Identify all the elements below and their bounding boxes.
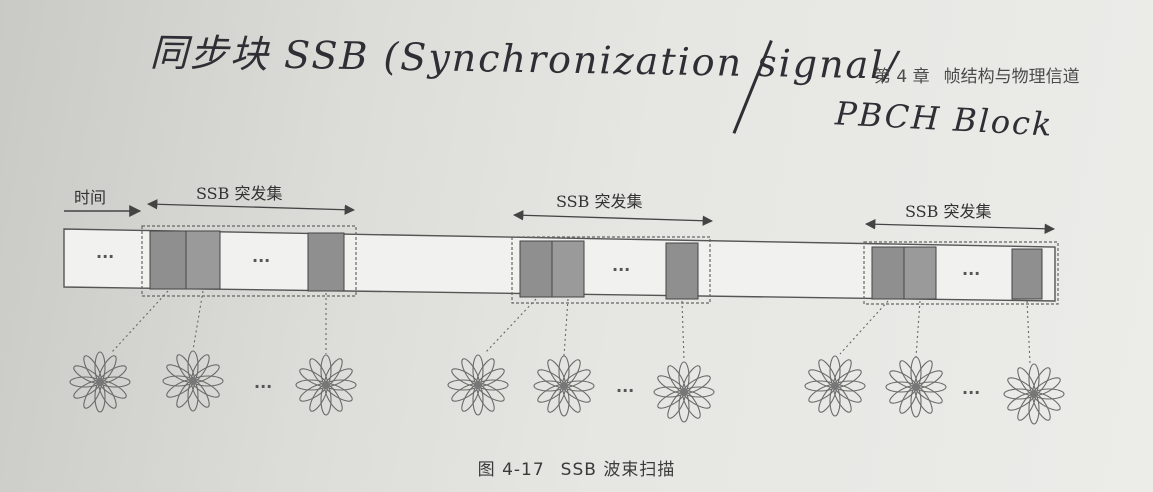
chapter-title: 帧结构与物理信道 [943,67,1080,87]
beam-connectors [111,290,1031,364]
burst-ellipsis-3: ··· [962,264,980,283]
beam-group-3: ··· [804,355,1065,425]
chapter-header: 第 4 章帧结构与物理信道 [874,62,1094,87]
ssb-burst-set-1: ··· [141,225,357,297]
ssb-block-2-1 [519,240,553,298]
burst-label-3: SSB 突发集 [905,202,992,221]
burst-box-1 [141,225,357,297]
beam-pattern-icon [69,351,131,413]
burst-ellipsis-1: ··· [252,251,270,270]
burst-box-3 [863,241,1059,305]
beam-pattern-icon [447,354,509,416]
burst-ellipsis-2: ··· [612,260,630,279]
beam-ellipsis-2: ··· [616,381,634,400]
burst-box-2 [511,236,711,304]
burst-label-2: SSB 突发集 [556,192,643,211]
beam-ellipsis-3: ··· [962,383,980,402]
ssb-block-3-1 [871,246,905,300]
burst-range-arrow-3 [864,219,1056,234]
beam-pattern-icon [533,355,595,417]
beam-ellipsis-1: ··· [254,377,272,396]
ssb-burst-set-3: ··· [863,241,1059,305]
burst-range-arrow-1 [146,199,356,215]
ssb-block-2-3 [665,242,699,300]
ssb-block-1-1 [149,230,187,290]
time-label: 时间 [74,188,107,207]
band-ellipsis-start: ··· [96,247,114,266]
ssb-block-1-3 [307,232,345,292]
ssb-burst-set-2: ··· [511,236,711,304]
beam-pattern-icon [162,350,224,412]
beam-pattern-icon [885,356,947,418]
chapter-number: 第 4 章 [874,67,930,87]
beam-pattern-icon [804,355,866,417]
figure-number: 图 4-17 [477,460,545,480]
burst-range-arrow-2 [512,210,714,226]
burst-label-1: SSB 突发集 [196,184,283,203]
beam-group-2: ··· [447,354,715,423]
beam-group-1: ··· [69,350,357,416]
ssb-block-3-3 [1011,248,1043,300]
ssb-block-1-2 [185,230,221,290]
ssb-block-3-2 [903,246,937,300]
beam-pattern-icon [295,354,357,416]
ssb-block-2-2 [551,240,585,298]
figure-caption: 图 4-17 SSB 波束扫描 [0,455,1153,480]
beam-pattern-icon [1003,363,1065,425]
beam-pattern-icon [653,361,715,423]
figure-title: SSB 波束扫描 [560,460,676,480]
